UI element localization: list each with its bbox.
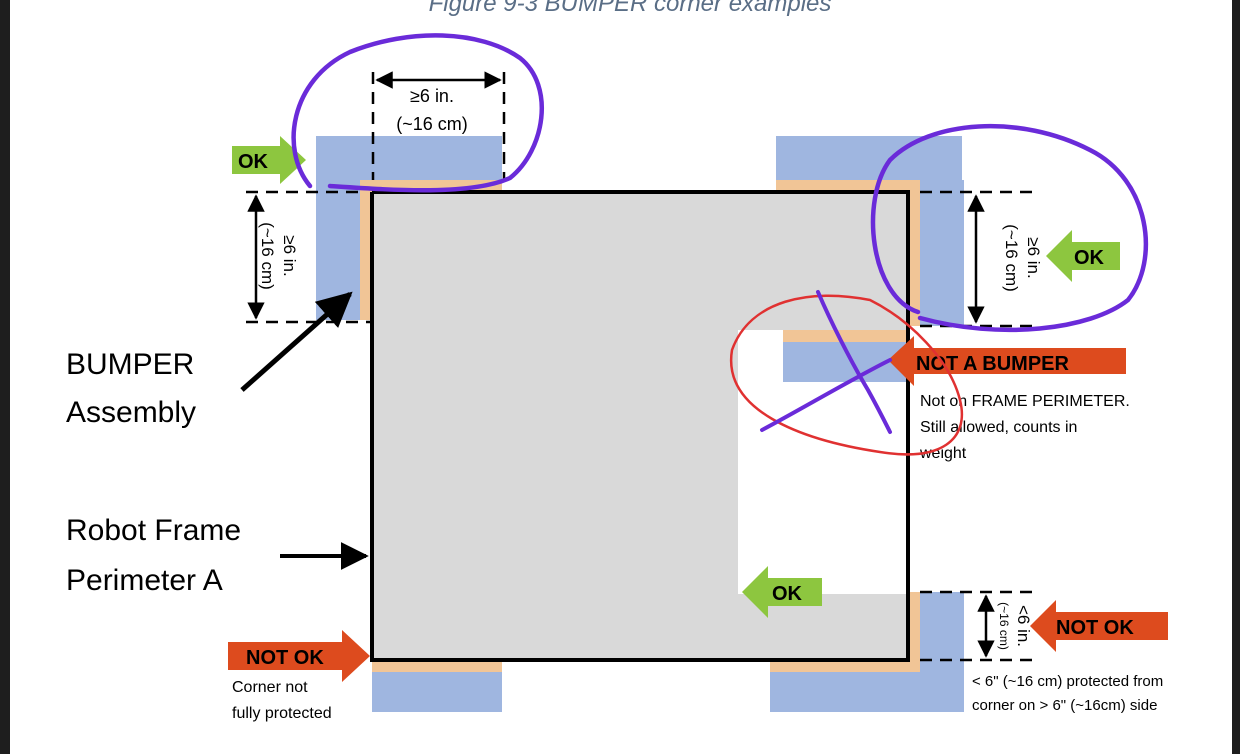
dim-br-side-line1: <6 in. bbox=[1014, 605, 1033, 647]
bumper-bottom-right-horizontal bbox=[770, 672, 964, 712]
ok-label-top-left: OK bbox=[238, 151, 269, 173]
dim-tl-side-line2: (~16 cm) bbox=[258, 222, 277, 290]
dim-tl-top-line2: (~16 cm) bbox=[396, 114, 468, 134]
bumper-wood-bottom-right-h bbox=[770, 660, 920, 672]
bumper-top-right-horizontal bbox=[776, 136, 962, 180]
purple-cross-stroke-1 bbox=[816, 290, 892, 434]
dim-tl-side-line1: ≥6 in. bbox=[280, 235, 299, 276]
bumper-corner-diagram: ≥6 in. (~16 cm) ≥6 in. (~16 cm) ≥6 in. (… bbox=[66, 33, 1168, 722]
purple-circle-top-right bbox=[870, 123, 1148, 333]
not-ok-label-bottom-left: NOT OK bbox=[246, 647, 324, 669]
ok-label-top-right: OK bbox=[1074, 247, 1105, 269]
not-ok-note-bottom-left-line2: fully protected bbox=[232, 705, 332, 722]
not-ok-note-bottom-right-line1: < 6" (~16 cm) protected from bbox=[972, 673, 1163, 690]
not-ok-note-bottom-right-line2: corner on > 6" (~16cm) side bbox=[972, 697, 1157, 714]
bumper-wood-top-right-h bbox=[776, 180, 920, 192]
bumper-top-left-horizontal bbox=[316, 136, 502, 180]
bumper-wood-bottom-right-v bbox=[907, 592, 920, 672]
bumper-wood-bottom-left bbox=[372, 660, 502, 672]
not-a-bumper-note-line3: weight bbox=[919, 445, 967, 462]
bumper-assembly-label-line1: BUMPER bbox=[66, 348, 194, 381]
red-circle-not-a-bumper bbox=[729, 294, 963, 456]
bumper-wood-top-right-v bbox=[907, 180, 920, 326]
not-ok-note-bottom-left-line1: Corner not bbox=[232, 679, 308, 696]
dim-br-side-line2: (~16 cm) bbox=[997, 602, 1011, 650]
robot-frame-label-line2: Perimeter A bbox=[66, 564, 223, 597]
not-ok-arrow-bottom-left bbox=[228, 630, 370, 682]
not-a-bumper-note-line2: Still allowed, counts in bbox=[920, 419, 1077, 436]
bumper-bottom-left bbox=[372, 672, 502, 712]
figure-caption: Figure 9-3 BUMPER corner examples bbox=[428, 0, 832, 17]
purple-circle-top-left bbox=[291, 33, 544, 193]
ok-arrow-middle bbox=[742, 566, 822, 618]
frame-perimeter-outline bbox=[370, 190, 910, 662]
not-a-bumper-wood bbox=[783, 330, 909, 342]
ok-label-middle: OK bbox=[772, 583, 803, 605]
bumper-wood-top-left-v bbox=[360, 180, 372, 320]
ok-arrow-top-left bbox=[232, 136, 306, 184]
dim-tl-top-line1: ≥6 in. bbox=[410, 86, 454, 106]
dim-tr-side-line2: (~16 cm) bbox=[1002, 224, 1021, 292]
figure-page: Figure 9-3 BUMPER corner examples bbox=[10, 0, 1232, 754]
not-a-bumper-arrow bbox=[888, 336, 1126, 386]
purple-cross-stroke-2 bbox=[760, 358, 892, 432]
ok-arrow-top-right bbox=[1046, 230, 1120, 282]
robot-frame-label-line1: Robot Frame bbox=[66, 514, 241, 547]
dim-tr-side-line1: ≥6 in. bbox=[1024, 237, 1043, 278]
bumper-top-left-vertical bbox=[316, 180, 360, 320]
bumper-assembly-label-line2: Assembly bbox=[66, 396, 196, 429]
not-a-bumper-label: NOT A BUMPER bbox=[916, 353, 1070, 375]
not-ok-arrow-bottom-right bbox=[1030, 600, 1168, 652]
bumper-top-right-vertical bbox=[920, 180, 964, 326]
not-ok-label-bottom-right: NOT OK bbox=[1056, 617, 1134, 639]
not-a-bumper-note-line1: Not on FRAME PERIMETER. bbox=[920, 393, 1130, 410]
bumper-assembly-pointer bbox=[240, 291, 353, 392]
